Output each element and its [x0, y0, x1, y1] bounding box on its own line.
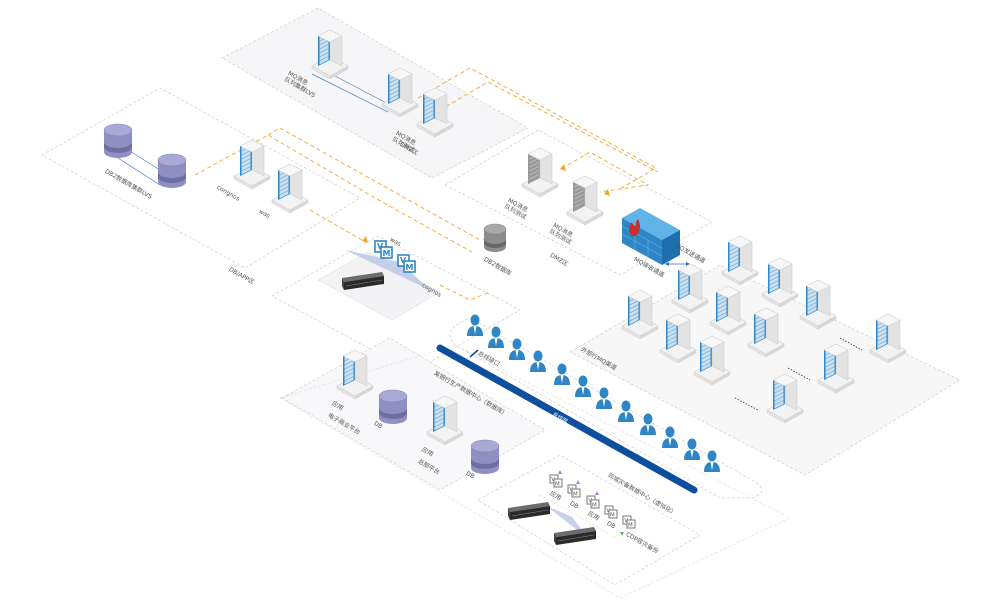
cognos-server[interactable]: [233, 139, 271, 190]
zone-bus: [449, 317, 763, 499]
dr-vm-icon: [567, 484, 581, 498]
zone-mq-top: [221, 7, 529, 179]
user-icon: [640, 413, 656, 435]
user-icon: [488, 326, 504, 348]
cdp-marker: [620, 532, 624, 536]
db2-database[interactable]: [483, 223, 507, 253]
user-icon: [467, 314, 483, 336]
dr-rack-a: [507, 501, 551, 521]
firewall-icon: [621, 208, 680, 265]
dr-vm-icon: [549, 474, 563, 488]
farm-server[interactable]: [799, 279, 837, 330]
virt-beam: [345, 250, 430, 290]
mq-links: [194, 67, 659, 301]
dr-markers: [558, 470, 599, 495]
dr-vm-icon: [586, 495, 600, 509]
zone-virt-plate: [317, 251, 441, 321]
zone-server-farm: [569, 264, 961, 476]
farm-server[interactable]: [721, 235, 759, 286]
db2-cluster-db-a[interactable]: [103, 123, 133, 159]
zone-datacenter-dr: [477, 454, 701, 586]
zone-virt: [271, 235, 521, 373]
mq-mid-server-a[interactable]: [521, 147, 559, 198]
zone-outer: [279, 344, 791, 599]
vm-icon: [374, 240, 393, 259]
db2-cluster-db-b[interactable]: [157, 153, 187, 189]
farm-server[interactable]: [869, 313, 907, 364]
farm-ellipsis: [734, 337, 863, 411]
was-server[interactable]: [271, 163, 309, 214]
user-icon: [662, 426, 678, 448]
bus-line: [436, 344, 698, 494]
zone-mq-mid: [444, 129, 713, 276]
dr-vm-icon: [622, 515, 636, 529]
zone-db-app: [41, 87, 361, 269]
dr-vm-icon: [604, 505, 618, 519]
mq-mid-server-b[interactable]: [566, 175, 604, 226]
farm-server[interactable]: [761, 257, 799, 308]
main-db-b[interactable]: [470, 439, 500, 475]
dr-rack-b: [553, 526, 597, 546]
main-db-a[interactable]: [378, 389, 408, 425]
bus-branch: [469, 349, 479, 358]
